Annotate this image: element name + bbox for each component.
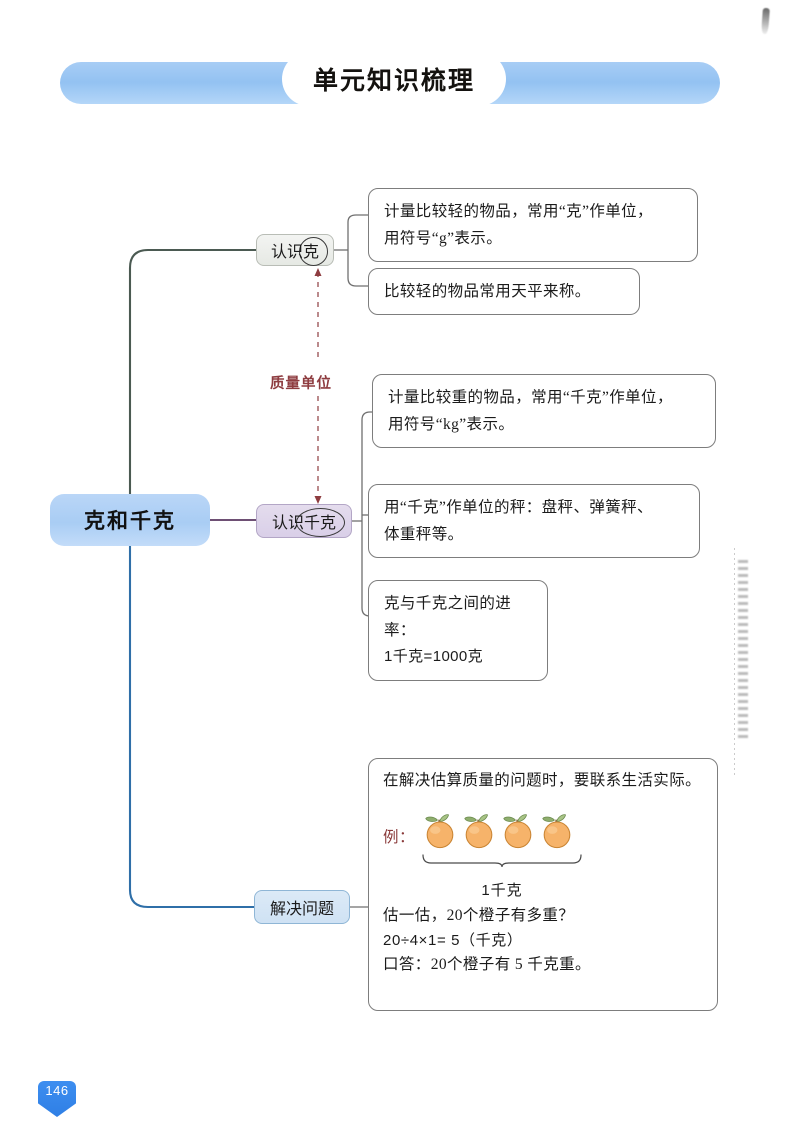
page-title: 单元知识梳理 [312, 67, 475, 95]
content-line: 体重秤等。 [384, 526, 464, 544]
content-line: 1千克=1000克 [384, 648, 484, 666]
root-node-label: 克和千克 [84, 510, 176, 533]
content-box-solve-problem: 在解决估算质量的问题时，要联系生活实际。 例： [368, 758, 718, 1011]
scan-artifact-icon [761, 7, 770, 35]
solve-equation: 20÷4×1= 5（千克） [383, 931, 523, 949]
scan-artifact-icon [734, 548, 735, 778]
content-box-kilogram-scales: 用“千克”作单位的秤：盘秤、弹簧秤、 体重秤等。 [368, 484, 700, 559]
branch-node-recognize-kilogram[interactable]: 认识千克 [256, 504, 352, 538]
content-line: 计量比较重的物品，常用“千克”作单位， [388, 389, 673, 406]
oranges-illustration: 1千克 [421, 802, 601, 904]
solve-question: 估一估，20个橙子有多重？ [383, 907, 575, 925]
scan-artifact-icon [738, 560, 748, 740]
content-box-conversion-rate: 克与千克之间的进率： 1千克=1000克 [368, 580, 548, 681]
example-row: 例： [383, 802, 705, 904]
branch-node-recognize-gram[interactable]: 认识克 [256, 234, 334, 266]
content-line: 计量比较轻的物品，常用“克”作单位， [384, 203, 653, 220]
orange-fruit-icon [460, 812, 498, 850]
root-node-gram-and-kilogram[interactable]: 克和千克 [50, 494, 210, 546]
branch-node-label: 解决问题 [269, 901, 334, 918]
content-line: 用符号“kg”表示。 [388, 416, 515, 434]
solve-answer: 口答：20个橙子有 5 千克重。 [383, 955, 591, 973]
page-number-text: 146 [45, 1083, 69, 1098]
branch-node-label: 认识千克 [271, 515, 336, 532]
example-label: 例： [383, 828, 416, 846]
content-box-kilogram-definition: 计量比较重的物品，常用“千克”作单位， 用符号“kg”表示。 [372, 374, 716, 449]
content-box-gram-definition: 计量比较轻的物品，常用“克”作单位， 用符号“g”表示。 [368, 188, 698, 263]
branch-node-label: 认识克 [270, 244, 319, 261]
ellipse-highlight-icon [296, 508, 345, 537]
orange-fruit-icon [499, 812, 537, 850]
mass-unit-annotation: 质量单位 [270, 376, 332, 392]
page-title-banner: 单元知识梳理 [60, 52, 720, 106]
brace-label: 1千克 [481, 881, 523, 899]
banner-plaque [282, 52, 506, 106]
oranges-row [421, 802, 601, 850]
content-line: 克与千克之间的进率： [384, 595, 512, 640]
branch-node-solve-problem[interactable]: 解决问题 [254, 890, 350, 924]
orange-fruit-icon [421, 812, 459, 850]
solve-heading: 在解决估算质量的问题时，要联系生活实际。 [383, 772, 702, 789]
content-line: 用“千克”作单位的秤：盘秤、弹簧秤、 [384, 499, 653, 516]
content-box-gram-balance: 比较轻的物品常用天平来称。 [368, 268, 640, 316]
page-number-badge: 146 [38, 1081, 76, 1117]
curly-brace-icon [422, 854, 582, 867]
content-line: 用符号“g”表示。 [384, 230, 503, 248]
orange-fruit-icon [538, 812, 576, 850]
circle-highlight-icon [299, 237, 328, 266]
content-line: 比较轻的物品常用天平来称。 [384, 283, 591, 300]
